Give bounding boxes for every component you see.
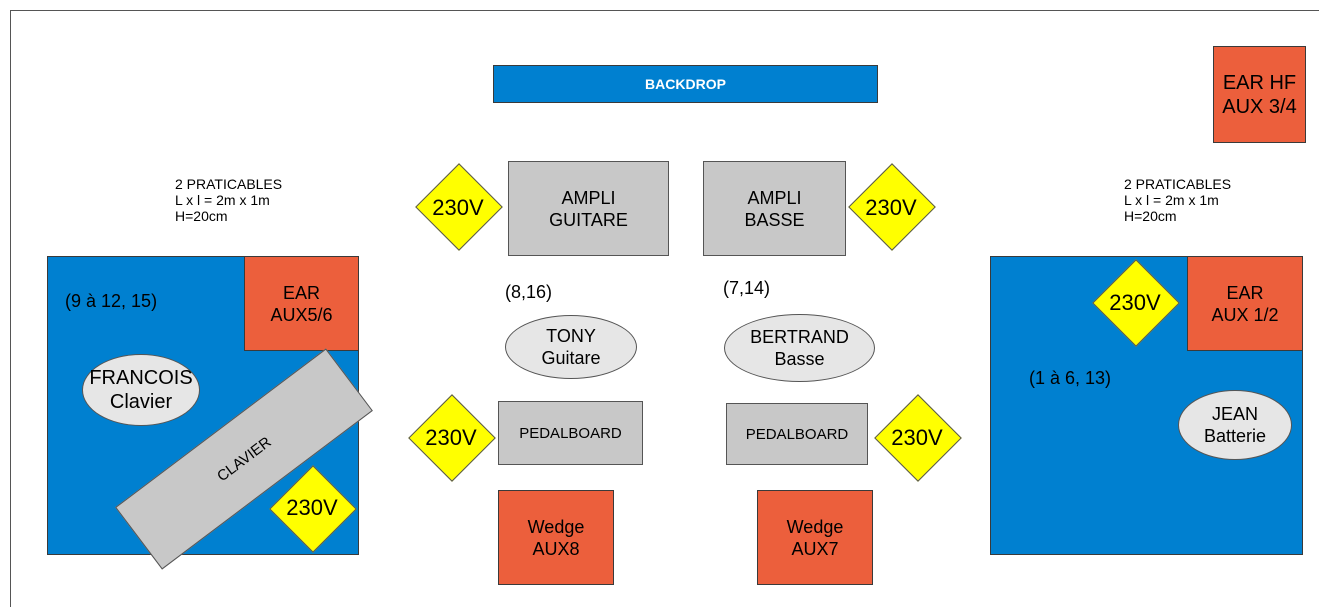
risers-note-right: 2 PRATICABLES L x l = 2m x 1m H=20cm — [1124, 176, 1232, 224]
stage-frame — [10, 10, 1319, 607]
channels-guitar: (8,16) — [505, 282, 553, 302]
channels-left: (9 à 12, 15) — [65, 291, 158, 311]
risers-note-left: 2 PRATICABLES L x l = 2m x 1m H=20cm — [175, 176, 283, 224]
bass-amp: AMPLI BASSE — [703, 161, 846, 256]
musician-francois: FRANCOIS Clavier — [82, 354, 200, 426]
power-label-guitar-pedal: 230V — [425, 425, 477, 450]
backdrop-label: BACKDROP — [645, 76, 726, 92]
power-label-bass-pedal: 230V — [891, 425, 943, 450]
channels-right: (1 à 6, 13) — [1029, 368, 1112, 388]
power-label-right-riser: 230V — [1109, 290, 1161, 315]
power-label-left-riser: 230V — [286, 495, 338, 520]
ear-hf-monitor: EAR HF AUX 3/4 — [1213, 46, 1306, 143]
channels-bass: (7,14) — [723, 278, 771, 298]
keyboard-label: CLAVIER — [213, 433, 275, 485]
ear-monitor-left: EAR AUX5/6 — [244, 256, 359, 351]
backdrop: BACKDROP — [493, 65, 878, 103]
guitar-amp: AMPLI GUITARE — [508, 161, 669, 256]
musician-bertrand: BERTRAND Basse — [724, 314, 875, 382]
guitar-pedalboard: PEDALBOARD — [498, 401, 643, 465]
wedge-guitar: Wedge AUX8 — [498, 490, 614, 585]
power-label-bass-amp: 230V — [865, 195, 917, 220]
musician-jean: JEAN Batterie — [1178, 390, 1292, 460]
ear-monitor-right: EAR AUX 1/2 — [1187, 256, 1303, 351]
wedge-bass: Wedge AUX7 — [757, 490, 873, 585]
bass-pedalboard: PEDALBOARD — [726, 403, 868, 465]
power-label-guitar-amp: 230V — [432, 195, 484, 220]
musician-tony: TONY Guitare — [505, 315, 637, 379]
